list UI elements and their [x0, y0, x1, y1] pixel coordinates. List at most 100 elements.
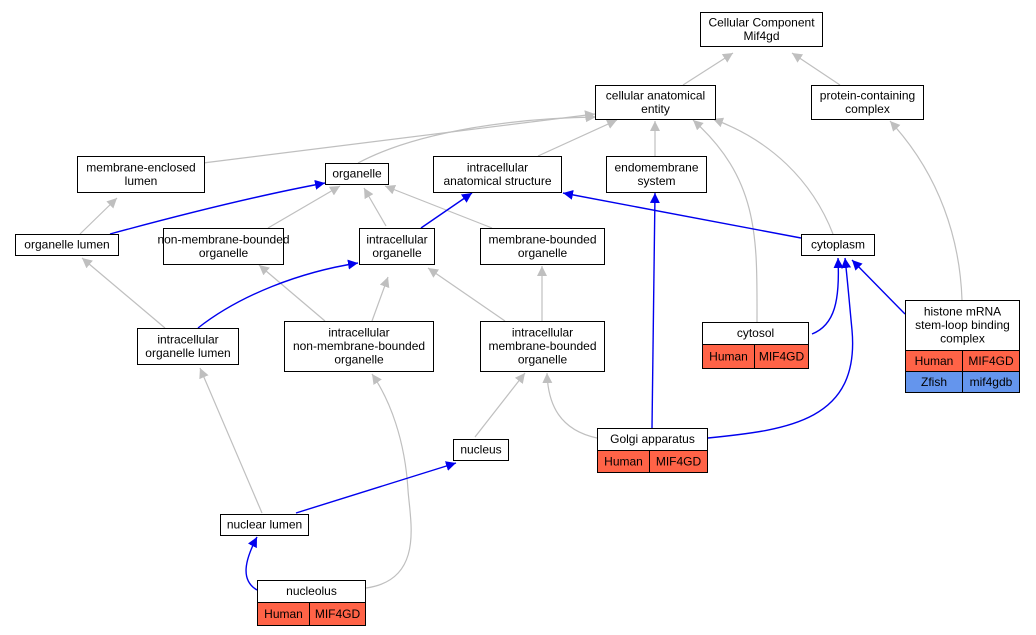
- edge-inmbo-to-nmbo: [258, 264, 326, 322]
- node-label-line: non-membrane-bounded: [293, 339, 425, 353]
- node-label-line: intracellular: [366, 232, 427, 246]
- node-label-line: histone mRNA: [924, 305, 1001, 319]
- species-label: Zfish: [921, 375, 947, 389]
- edge-cytosol-to-cytoplasm: [811, 257, 844, 335]
- node-intracellular-non-membrane-bounded-organelle[interactable]: intracellularnon-membrane-boundedorganel…: [284, 321, 434, 372]
- node-organelle[interactable]: organelle: [325, 163, 389, 185]
- edge-mel-to-cae: [202, 110, 596, 164]
- edge-nucleus-to-imbo: [474, 372, 526, 438]
- species-label: Human: [709, 350, 748, 364]
- node-label-line: organelle: [518, 246, 568, 260]
- node-box: [284, 321, 434, 372]
- node-box: [480, 321, 605, 372]
- node-label-line: nuclear lumen: [227, 518, 302, 532]
- node-label-line: entity: [641, 102, 670, 116]
- node-box: [606, 156, 707, 193]
- edge-organelle-to-cae: [357, 112, 597, 164]
- node-label-line: organelle: [334, 353, 384, 367]
- edge-nuclumen-to-nucleus: [295, 461, 457, 514]
- edge-golgi-to-imbo: [542, 372, 598, 439]
- node-label-line: protein-containing: [820, 88, 915, 102]
- node-label-line: anatomical structure: [443, 174, 551, 188]
- gene-cell: [649, 450, 708, 473]
- edge-orglumen-to-mel: [79, 197, 118, 235]
- node-box: [433, 156, 562, 193]
- node-box: [220, 514, 309, 536]
- node-box: [325, 163, 389, 185]
- node-label-line: intracellular: [328, 326, 389, 340]
- edge-nucleolus-to-inmbo: [365, 373, 412, 589]
- gene-label: MIF4GD: [656, 455, 702, 469]
- node-label-line: nucleolus: [286, 584, 337, 598]
- node-box: [811, 85, 924, 120]
- node-label-line: cytosol: [737, 326, 774, 340]
- edge-golgi-to-endo: [649, 192, 660, 429]
- gene-label: MIF4GD: [968, 354, 1014, 368]
- edge-nmbo-to-organelle: [267, 185, 341, 229]
- node-box: [595, 85, 716, 120]
- edge-pcc-to-cc: [791, 52, 841, 86]
- edge-histone-to-pcc: [889, 120, 963, 301]
- node-label-line: intracellular: [157, 332, 218, 346]
- gene-label: MIF4GD: [315, 607, 361, 621]
- node-label-line: organelle lumen: [24, 238, 109, 252]
- gene-cell: [309, 602, 366, 626]
- edge-iol-to-orglumen: [81, 257, 166, 329]
- edge-cae-to-cc: [682, 52, 734, 86]
- edge-nucleolus-to-nuclumen: [245, 536, 258, 591]
- node-label-line: intracellular: [512, 326, 573, 340]
- node-label-line: organelle: [332, 167, 382, 181]
- species-cell: [702, 344, 755, 369]
- node-label-line: stem-loop binding: [915, 318, 1010, 332]
- node-label-line: membrane-bounded: [488, 232, 596, 246]
- node-label-line: Mif4gd: [743, 29, 779, 43]
- node-box: [359, 228, 435, 265]
- edge-golgi-to-cytoplasm: [707, 257, 854, 439]
- node-label-line: lumen: [125, 174, 158, 188]
- node-nucleus[interactable]: nucleus: [453, 439, 509, 461]
- node-box: [700, 12, 823, 47]
- node-label-line: organelle lumen: [145, 346, 230, 360]
- edge-imbo-to-intorg: [427, 267, 506, 322]
- edge-ias-to-cae: [537, 119, 618, 157]
- node-box: [163, 228, 284, 265]
- node-label-line: non-membrane-bounded: [157, 232, 289, 246]
- node-cytoplasm[interactable]: cytoplasm: [801, 234, 875, 256]
- node-label-line: complex: [845, 102, 890, 116]
- edge-histone-to-cytoplasm: [851, 259, 906, 315]
- node-label-line: membrane-enclosed: [86, 160, 195, 174]
- node-label-line: nucleus: [460, 443, 501, 457]
- node-box: [15, 234, 119, 256]
- node-label-line: system: [637, 174, 675, 188]
- node-label-line: membrane-bounded: [488, 339, 596, 353]
- node-box: [137, 328, 239, 365]
- node-organelle-lumen[interactable]: organelle lumen: [15, 234, 119, 256]
- blue-edges: [109, 179, 906, 591]
- node-label-line: cellular anatomical: [606, 88, 705, 102]
- edge-intorg-to-organelle: [363, 187, 387, 227]
- species-label: Human: [915, 354, 954, 368]
- node-label-line: organelle: [372, 246, 422, 260]
- node-nuclear-lumen[interactable]: nuclear lumen: [220, 514, 309, 536]
- gene-cell: [962, 371, 1020, 393]
- node-box: [77, 156, 205, 193]
- node-label-line: cytoplasm: [811, 238, 865, 252]
- node-label-line: organelle: [518, 353, 568, 367]
- species-label: Human: [264, 607, 303, 621]
